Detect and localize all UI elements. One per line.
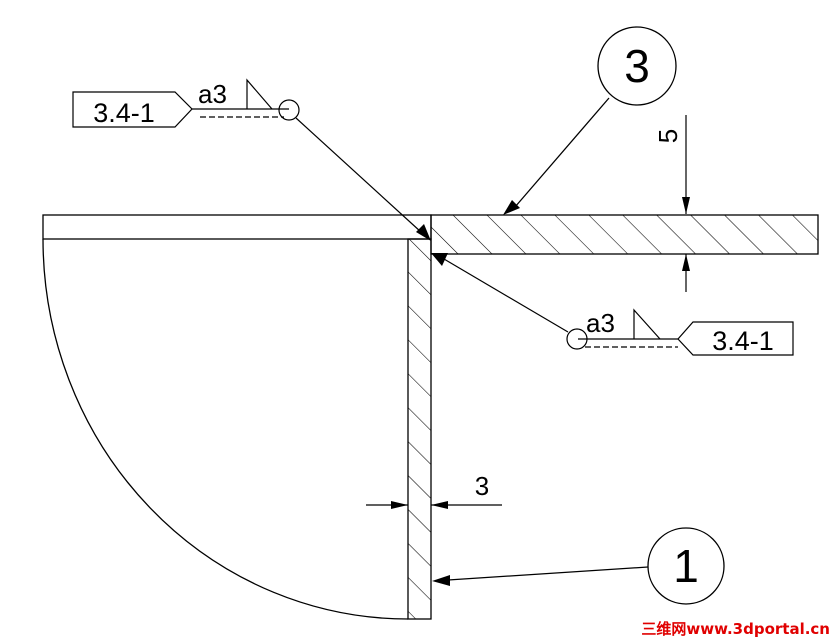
part-balloon-3-label: 3 bbox=[624, 40, 650, 92]
weld-size-lower: a3 bbox=[586, 308, 615, 338]
weld-ref-lower: 3.4-1 bbox=[712, 326, 774, 356]
vertical-wall-section bbox=[407, 238, 432, 620]
weld-size-upper: a3 bbox=[198, 79, 227, 109]
weld-symbol-upper bbox=[72, 78, 431, 241]
dimension-plate-thickness bbox=[682, 115, 690, 292]
horizontal-plate-section bbox=[430, 214, 819, 255]
part-balloon-1 bbox=[432, 527, 725, 605]
dimension-wall-thickness-label: 3 bbox=[475, 471, 489, 501]
dimension-wall-thickness bbox=[366, 501, 502, 509]
dimension-plate-thickness-label: 5 bbox=[653, 129, 683, 143]
weld-ref-upper: 3.4-1 bbox=[93, 98, 155, 128]
watermark: 三维网www.3dportal.cn bbox=[641, 620, 830, 638]
part-balloon-1-label: 1 bbox=[673, 540, 699, 592]
part-balloon-3 bbox=[503, 26, 677, 215]
quarter-cover-plate bbox=[42, 214, 432, 620]
weld-symbol-lower bbox=[431, 253, 794, 356]
